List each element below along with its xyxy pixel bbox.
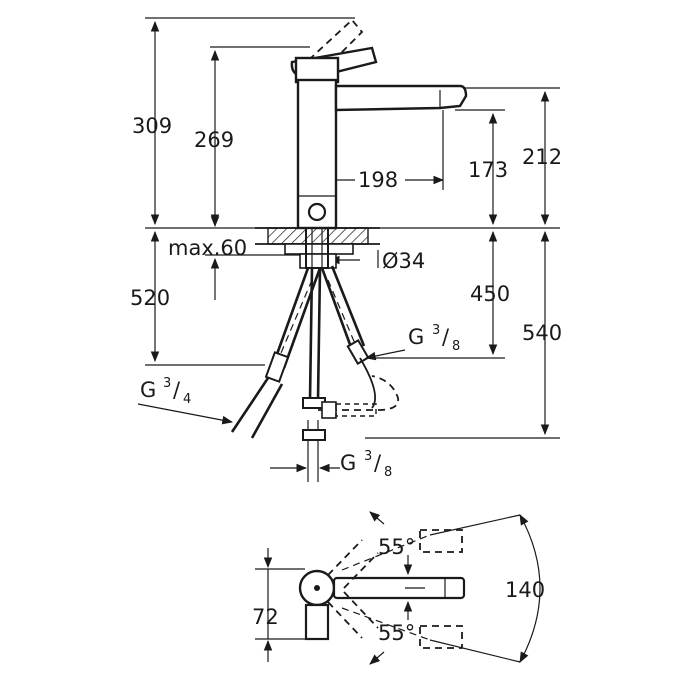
side-view: 309 269 198 173 212 max.60 Ø34 520 450 5… [130,17,562,482]
shank [305,227,329,269]
svg-text:G: G [140,378,156,402]
spout [334,84,468,112]
label-309: 309 [132,114,172,138]
thread-label-g38-lower: G 3 / 8 [340,449,392,480]
dimension-labels: 309 269 198 173 212 max.60 Ø34 520 450 5… [130,114,562,345]
label-540: 540 [522,321,562,345]
svg-text:4: 4 [183,392,191,407]
label-450: 450 [470,282,510,306]
label-72: 72 [252,605,279,629]
svg-text:/: / [374,451,382,475]
spout-top [332,576,466,600]
spout-swing-upper [327,529,463,589]
label-212: 212 [522,145,562,169]
label-angle-upper: 55° [378,535,415,559]
thread-label-g38-upper: G 3 / 8 [408,323,460,354]
thread-label-g34: G 3 / 4 [140,376,191,407]
label-140: 140 [505,578,545,602]
lever-handle [290,18,378,84]
svg-text:3: 3 [163,376,171,391]
label-520: 520 [130,286,170,310]
lever-top [304,603,330,641]
svg-text:3: 3 [364,449,372,464]
dimension-lines [150,20,550,473]
svg-text:/: / [173,378,181,402]
label-173: 173 [468,158,508,182]
hoses [230,265,400,441]
label-269: 269 [194,128,234,152]
label-max60: max.60 [168,236,247,260]
label-dia34: Ø34 [382,249,425,273]
label-198: 198 [358,168,398,192]
svg-text:G: G [340,451,356,475]
label-angle-lower: 55° [378,621,415,645]
leader-lines [137,349,406,425]
svg-text:/: / [442,325,450,349]
faucet-body [296,78,338,230]
countertop [255,227,380,269]
svg-text:8: 8 [384,465,392,480]
svg-text:8: 8 [452,339,460,354]
svg-text:G: G [408,325,424,349]
top-view: 55° 55° 72 140 [252,511,545,665]
svg-text:3: 3 [432,323,440,338]
